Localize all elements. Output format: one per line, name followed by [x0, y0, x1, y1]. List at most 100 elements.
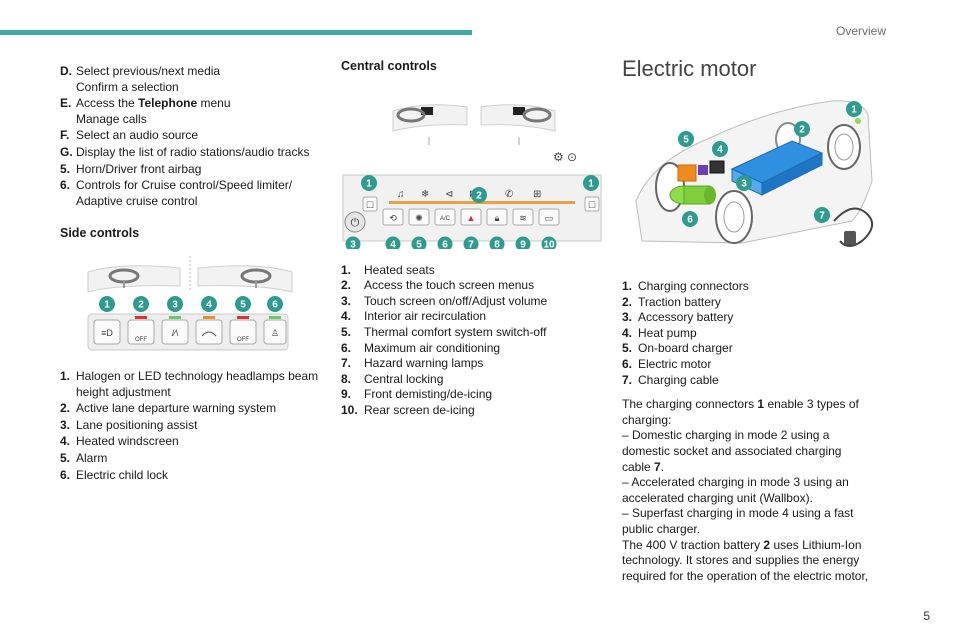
- steering-wheel-icon: [396, 107, 426, 123]
- item-key: 3.: [341, 293, 352, 308]
- callout-badge: 7: [463, 236, 479, 252]
- list-item: E. Access the Telephone menu Manage call…: [60, 96, 320, 127]
- headlamp-adjust-button: ≡D: [93, 319, 121, 345]
- item-text: Halogen or LED technology headlamps beam…: [76, 368, 319, 399]
- item-key: 6.: [60, 467, 71, 482]
- item-text: Select an audio source: [76, 128, 199, 143]
- front-demist-button: ≋: [512, 208, 534, 226]
- item-text: Active lane departure warning system: [76, 401, 277, 416]
- heated-seat-left-button: ☐: [362, 196, 378, 212]
- item-key: 8.: [341, 371, 352, 386]
- accessory-battery: [709, 160, 725, 174]
- item-key: 4.: [622, 325, 633, 340]
- off-label: OFF: [237, 337, 249, 343]
- svg-text:2: 2: [138, 299, 144, 310]
- page-number: 5: [923, 609, 930, 623]
- middle-column: Central controls ⏻: [341, 59, 603, 419]
- item-text: Display the list of radio stations/audio…: [76, 144, 310, 159]
- svg-text:≡D: ≡D: [101, 328, 113, 338]
- hazard-button: ▲: [460, 208, 482, 226]
- charging-cable-icon: [833, 207, 873, 247]
- list-item: 2.Active lane departure warning system: [60, 401, 320, 417]
- list-item: 2.Traction battery: [622, 295, 902, 311]
- list-item: 7.Charging cable: [622, 373, 902, 389]
- ac-label: A/C: [440, 216, 451, 222]
- text-span: enable 3 types of charging:: [622, 397, 859, 427]
- item-text: Adaptive cruise control: [76, 193, 198, 208]
- page-header-title: Overview: [835, 24, 886, 38]
- item-key: 3.: [60, 417, 71, 432]
- item-key: D.: [60, 64, 72, 78]
- svg-text:3: 3: [172, 299, 178, 310]
- item-key: 3.: [622, 310, 633, 325]
- heat-pump: [698, 165, 708, 175]
- svg-text:7: 7: [819, 211, 825, 222]
- list-item: 1.Charging connectors: [622, 279, 902, 295]
- callout-badge: 4: [385, 236, 401, 252]
- item-text: Heat pump: [638, 325, 697, 340]
- list-item: 5.On-board charger: [622, 341, 902, 357]
- list-item: 8.Central locking: [341, 372, 603, 388]
- lane-assist-button: /⁄\: [161, 315, 189, 345]
- paragraph: The charging connectors 1 enable 3 types…: [622, 397, 872, 428]
- list-item: 3.Accessory battery: [622, 310, 902, 326]
- list-item: 5.Thermal comfort system switch-off: [341, 325, 603, 341]
- wheel: [715, 190, 753, 244]
- callout-badge: 3: [736, 175, 752, 191]
- item-text: Traction battery: [638, 294, 721, 309]
- list-item: 5.Alarm: [60, 451, 320, 467]
- paragraph: The 400 V traction battery 2 uses Lithiu…: [622, 538, 872, 585]
- callout-badge: 6: [267, 295, 283, 312]
- svg-text:1: 1: [104, 299, 110, 310]
- svg-text:☐: ☐: [588, 200, 596, 210]
- side-controls-illustration: ≡D OFF /⁄\ OFF: [87, 255, 293, 351]
- callout-badge: 6: [437, 236, 453, 252]
- item-text: Maximum air conditioning: [364, 340, 501, 355]
- side-controls-figure: ≡D OFF /⁄\ OFF: [60, 252, 320, 360]
- list-item: 3.Lane positioning assist: [60, 418, 320, 434]
- climate-icon: ❄: [421, 189, 429, 200]
- callout-badge: 3: [345, 236, 361, 252]
- onboard-charger: [677, 164, 697, 182]
- item-key: 10.: [341, 402, 358, 417]
- electric-motor: [669, 185, 716, 205]
- svg-text:7: 7: [468, 239, 474, 249]
- central-locking-button: 🔒︎: [486, 208, 508, 226]
- steering-wheel-icon: [108, 268, 140, 288]
- music-icon: ♫: [397, 189, 405, 200]
- svg-text:1: 1: [366, 178, 372, 189]
- recirculation-button: ⟲: [382, 208, 404, 226]
- item-text: On-board charger: [638, 341, 733, 356]
- item-text: Hazard warning lamps: [364, 356, 484, 371]
- svg-text:6: 6: [272, 299, 278, 310]
- heated-windscreen-button: [195, 315, 223, 345]
- callout-badge: 9: [515, 236, 531, 252]
- text-bold: 7: [654, 459, 661, 474]
- list-item: 2.Access the touch screen menus: [341, 278, 603, 294]
- svg-text:5: 5: [683, 135, 689, 146]
- svg-text:3: 3: [741, 179, 747, 190]
- callout-badge: 1: [99, 295, 115, 312]
- callout-badge: 8: [489, 236, 505, 252]
- item-key: 6.: [622, 356, 633, 371]
- callout-badge: 5: [235, 295, 251, 312]
- list-item: 1.Heated seats: [341, 263, 603, 279]
- item-key: 2.: [341, 278, 352, 293]
- wheel: [827, 124, 861, 170]
- off-label: OFF: [135, 337, 147, 343]
- item-key: 5.: [60, 450, 71, 465]
- item-key: 1.: [60, 368, 71, 383]
- svg-text:6: 6: [442, 239, 448, 249]
- paragraph: – Superfast charging in mode 4 using a f…: [622, 506, 854, 536]
- item-text: Heated seats: [364, 262, 435, 277]
- item-key: 5.: [60, 161, 71, 176]
- text-span: uses Lithium-Ion technology. It stores a…: [622, 537, 869, 583]
- item-text: Confirm a selection: [76, 79, 179, 94]
- item-text: Electric child lock: [76, 467, 169, 482]
- svg-text:✺: ✺: [415, 213, 423, 223]
- svg-text:6: 6: [687, 215, 693, 226]
- list-item: 7.Hazard warning lamps: [341, 356, 603, 372]
- side-controls-list: 1. Halogen or LED technology headlamps be…: [60, 369, 320, 483]
- svg-text:9: 9: [520, 239, 526, 249]
- svg-text:☐: ☐: [366, 200, 374, 210]
